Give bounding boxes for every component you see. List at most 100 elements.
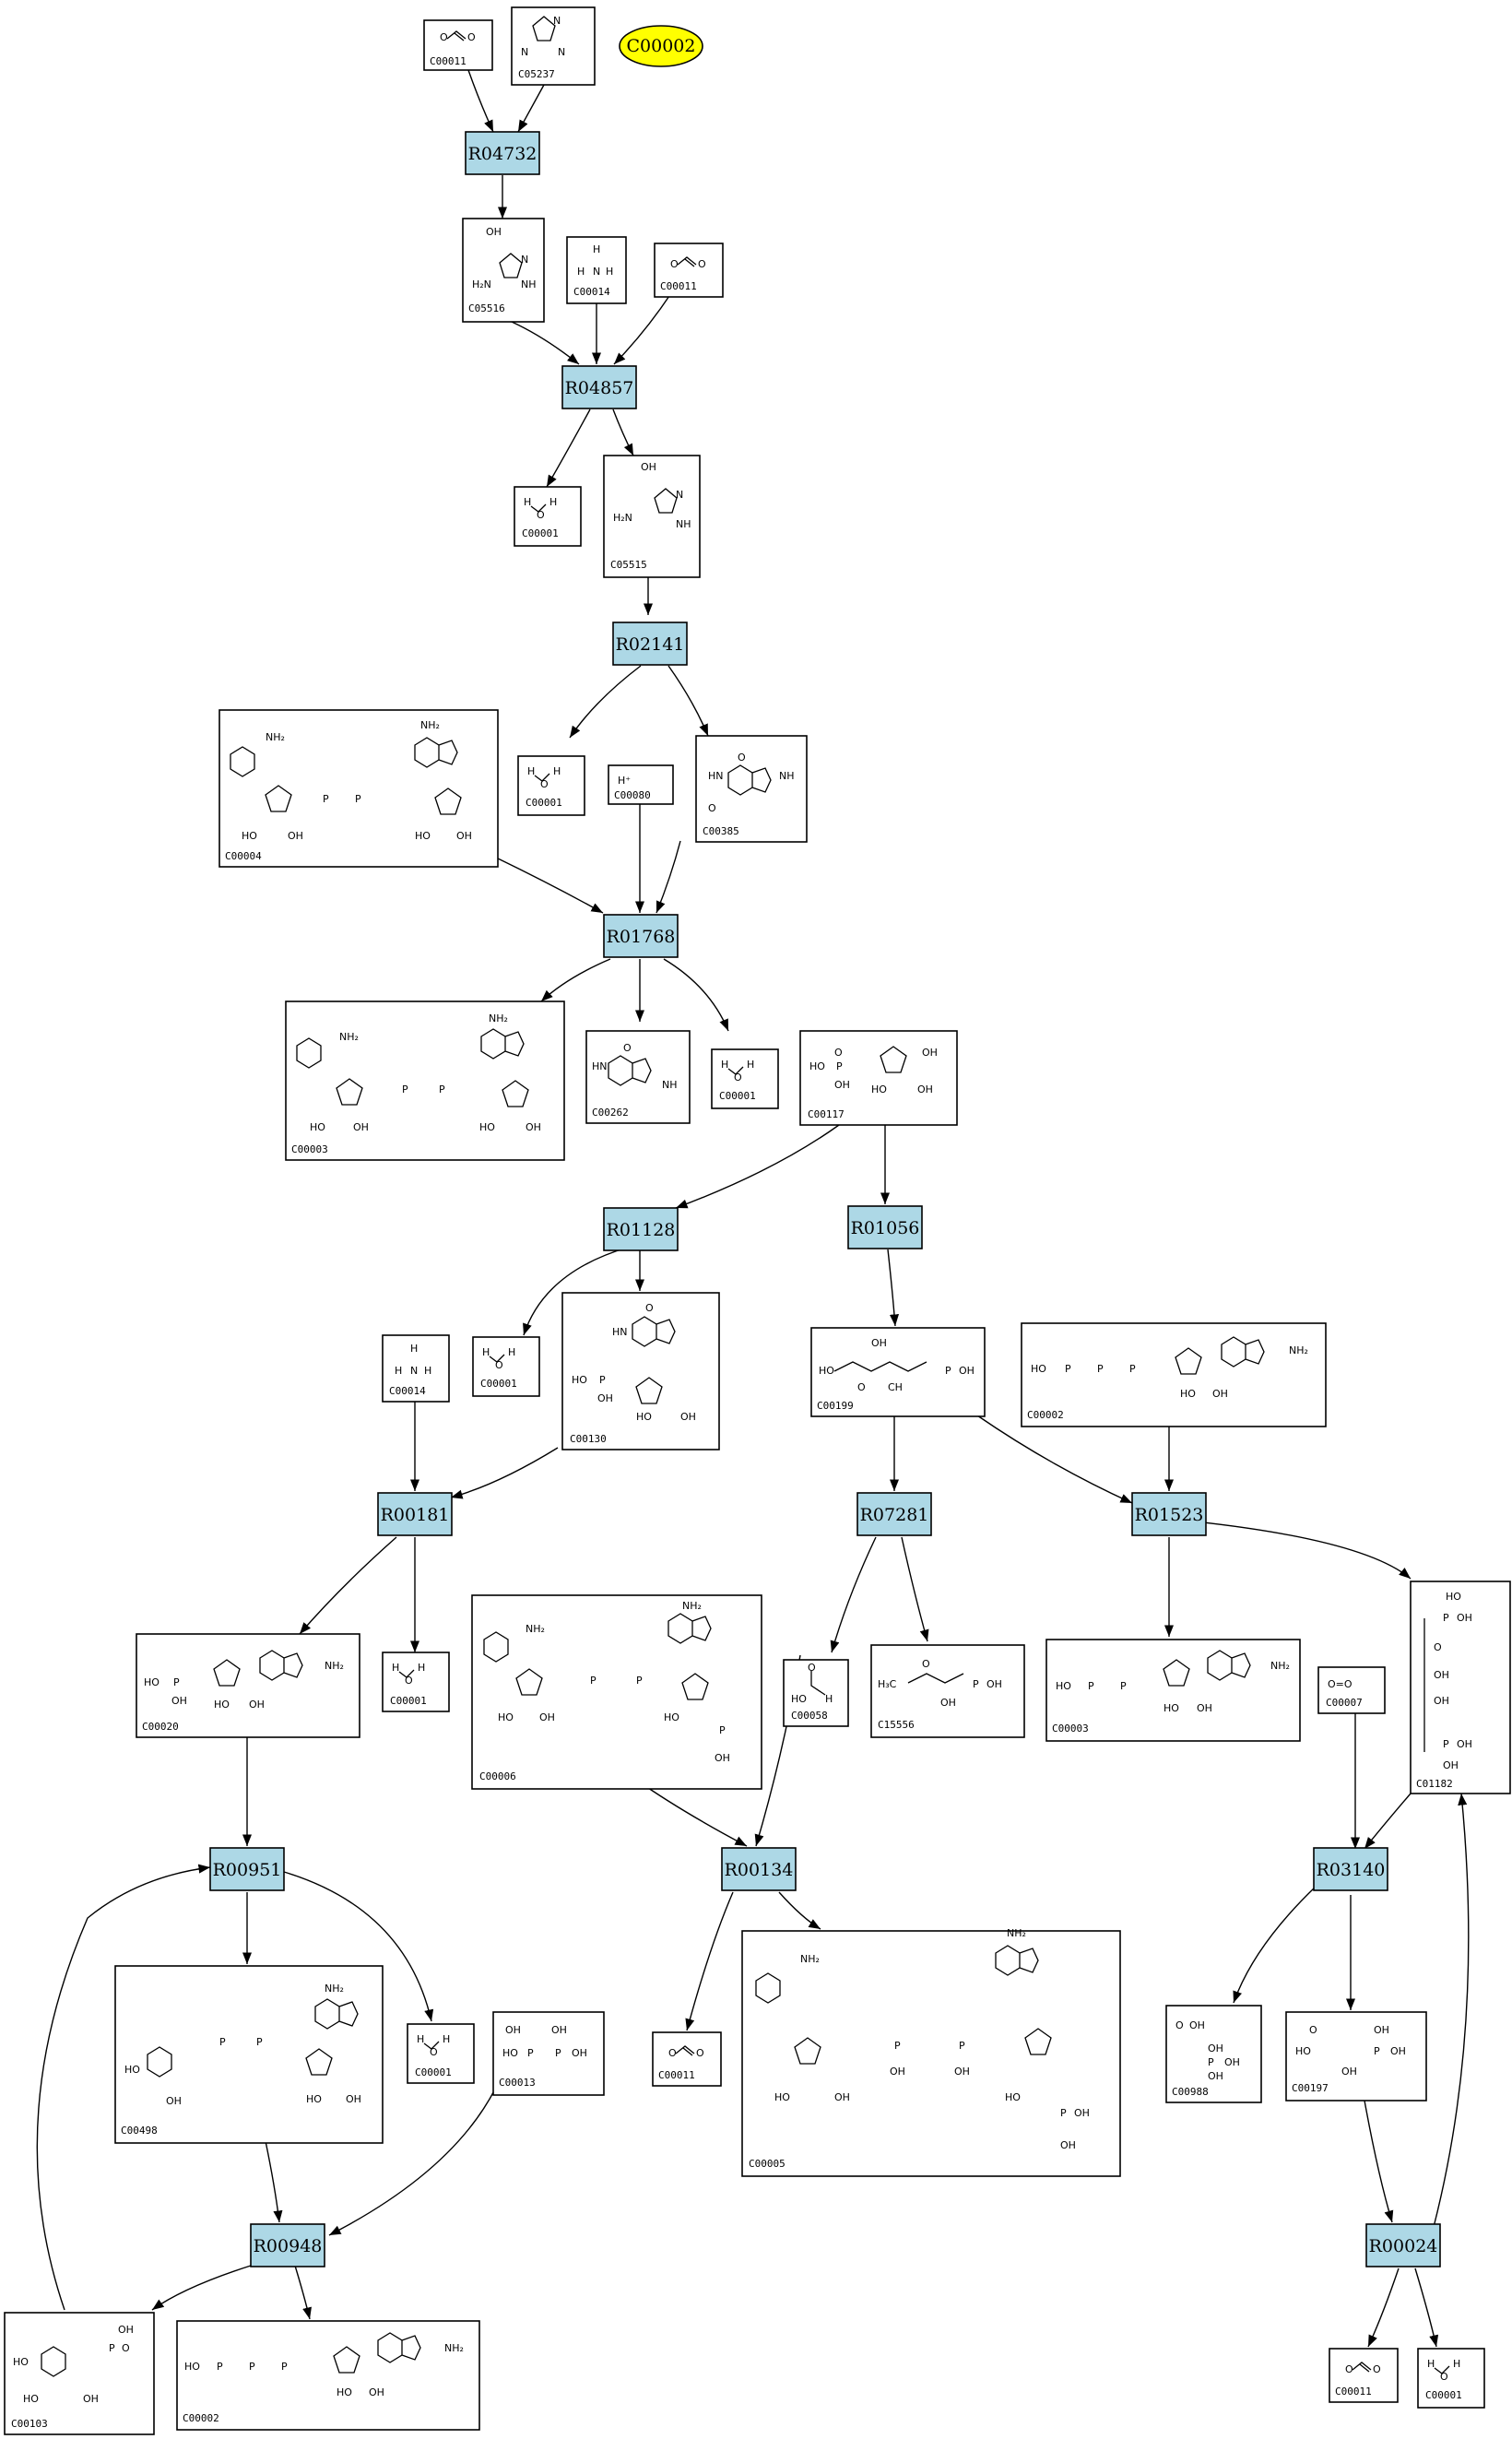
compound-node-c00058[interactable]: O HO H C00058: [783, 1659, 849, 1727]
atom-label: OH: [505, 2024, 521, 2036]
atom-label: H: [424, 1365, 431, 1377]
compound-node-c00130[interactable]: O HN HO P OH HO OH C00130: [561, 1292, 720, 1450]
reaction-label: R01056: [851, 1218, 920, 1238]
reaction-node-r01128[interactable]: R01128: [603, 1207, 679, 1251]
reaction-node-r00024[interactable]: R00024: [1365, 2223, 1441, 2267]
edge: [656, 840, 681, 914]
compound-label: C00080: [614, 789, 651, 801]
compound-node-c00385[interactable]: O HN NH O C00385: [695, 735, 808, 843]
atom-label: P: [355, 793, 361, 805]
edge: [36, 1864, 211, 2311]
compound-node-c00003[interactable]: NH₂ NH₂ P P HO OH HO OH C00003: [285, 1000, 565, 1161]
atom-label: OH: [1197, 1702, 1212, 1714]
atom-label: NH: [662, 1079, 678, 1091]
atom-label: O: [1309, 2024, 1317, 2036]
reaction-node-r00134[interactable]: R00134: [721, 1847, 797, 1891]
compound-label: C00004: [225, 850, 262, 862]
edge: [517, 84, 545, 133]
compound-node-c05237[interactable]: N N N C05237: [511, 6, 596, 86]
compound-label: C15556: [878, 1719, 915, 1731]
atom-label: OH: [572, 2047, 587, 2059]
atom-label: OH: [1208, 2042, 1223, 2054]
atom-label: O: [537, 509, 545, 521]
compound-node-c00014[interactable]: H H N H C00014: [566, 236, 627, 304]
highlight-compound-node[interactable]: C00002: [619, 25, 703, 67]
compound-node-c00197[interactable]: O HO OH P OH OH C00197: [1285, 2011, 1427, 2102]
compound-node-c00013[interactable]: OH OH HO P P OH C00013: [492, 2011, 605, 2096]
atom-label: H: [549, 496, 557, 508]
compound-label: C00014: [389, 1385, 426, 1397]
reaction-label: R04857: [565, 378, 634, 398]
atom-label: HO: [1446, 1591, 1461, 1603]
edge: [495, 857, 604, 914]
compound-node-c15556[interactable]: H₃C O OH P OH C15556: [870, 1644, 1025, 1738]
reaction-node-r02141[interactable]: R02141: [612, 622, 688, 666]
compound-node-c00001[interactable]: H O H C00001: [407, 2023, 475, 2084]
reaction-node-r00181[interactable]: R00181: [377, 1492, 453, 1536]
compound-label: C00001: [719, 1090, 756, 1102]
atom-label: H₃C: [878, 1678, 897, 1690]
compound-node-c00001[interactable]: H O H C00001: [711, 1048, 779, 1109]
compound-node-c00014[interactable]: H H N H C00014: [382, 1334, 450, 1403]
atom-label: O: [922, 1658, 930, 1670]
reaction-node-r00951[interactable]: R00951: [209, 1847, 285, 1891]
compound-node-c01182[interactable]: HO P OH O OH OH P OH OH C01182: [1410, 1581, 1511, 1794]
compound-node-c00262[interactable]: O HN NH C00262: [585, 1030, 691, 1124]
compound-node-c00002[interactable]: HO P P P NH₂ HO OH C00002: [176, 2320, 480, 2431]
reaction-node-r01768[interactable]: R01768: [603, 914, 679, 958]
compound-node-c00007[interactable]: O=O C00007: [1317, 1666, 1386, 1714]
reaction-node-r07281[interactable]: R07281: [856, 1492, 932, 1536]
atom-label: P: [590, 1675, 597, 1687]
atom-label: OH: [1212, 1388, 1228, 1400]
compound-node-c05515[interactable]: OH H₂N N NH C05515: [603, 455, 701, 578]
compound-node-c00080[interactable]: H⁺ C00080: [608, 764, 674, 805]
atom-label: OH: [249, 1699, 265, 1711]
atom-label: OH: [1374, 2024, 1389, 2036]
atom-label: HN: [592, 1060, 608, 1072]
atom-label: O=O: [1328, 1678, 1353, 1690]
compound-node-c00006[interactable]: NH₂ NH₂ P P HO OH HO P OH C00006: [471, 1594, 762, 1790]
compound-node-c00001[interactable]: H O H C00001: [382, 1652, 450, 1712]
reaction-label: R00948: [254, 2236, 323, 2256]
compound-node-c00988[interactable]: O OH OH P OH OH C00988: [1165, 2005, 1262, 2103]
reaction-node-r03140[interactable]: R03140: [1313, 1847, 1388, 1891]
reaction-node-r04857[interactable]: R04857: [561, 365, 637, 409]
atom-label: P: [1120, 1680, 1127, 1692]
atom-label: HO: [636, 1411, 652, 1423]
atom-label: HO: [809, 1060, 825, 1072]
atom-label: H: [721, 1059, 728, 1071]
compound-node-c00498[interactable]: NH₂ P P HO OH HO OH C00498: [114, 1965, 384, 2144]
atom-label: OH: [1434, 1669, 1449, 1681]
compound-label: C00002: [183, 2412, 219, 2424]
compound-node-c00001[interactable]: H O H C00001: [472, 1336, 540, 1397]
compound-node-c00011[interactable]: O O C00011: [652, 2031, 722, 2087]
compound-node-c00117[interactable]: HO P O OH OH HO OH C00117: [799, 1030, 958, 1126]
reaction-node-r01056[interactable]: R01056: [847, 1205, 923, 1249]
reaction-node-r01523[interactable]: R01523: [1131, 1492, 1207, 1536]
compound-node-c00199[interactable]: HO OH O CH P OH C00199: [810, 1327, 986, 1417]
compound-node-c00020[interactable]: HO P OH NH₂ HO OH C00020: [136, 1633, 360, 1738]
compound-node-c00011[interactable]: O O C00011: [1329, 2348, 1399, 2403]
compound-node-c00001[interactable]: H O H C00001: [517, 755, 585, 816]
compound-label: C00262: [592, 1107, 629, 1119]
atom-label: OH: [456, 830, 472, 842]
compound-node-c00002[interactable]: HO P P P NH₂ HO OH C00002: [1021, 1322, 1327, 1427]
reaction-node-r04732[interactable]: R04732: [465, 131, 540, 175]
atom-label: O: [857, 1381, 866, 1393]
atom-label: HO: [23, 2393, 39, 2405]
compound-node-c00005[interactable]: NH₂ NH₂ P P OH OH HO OH HO P OH OH C0000…: [741, 1927, 1121, 2177]
compound-node-c00011[interactable]: O O C00011: [423, 19, 493, 71]
compound-node-c00004[interactable]: NH₂ NH₂ P P HO OH HO OH C00004: [219, 709, 499, 868]
atom-label: P: [1208, 2056, 1214, 2068]
compound-node-c00003[interactable]: HO P P NH₂ HO OH C00003: [1045, 1639, 1301, 1742]
compound-node-c05516[interactable]: OH H₂N N NH C05516: [462, 218, 545, 323]
compound-node-c00001[interactable]: H O H C00001: [1417, 2348, 1485, 2409]
reaction-node-r00948[interactable]: R00948: [250, 2223, 325, 2267]
atom-label: H₂N: [613, 512, 632, 524]
compound-node-c00011[interactable]: O O C00011: [654, 243, 724, 298]
atom-label: HO: [791, 1693, 807, 1705]
compound-node-c00001[interactable]: H O H C00001: [514, 486, 582, 547]
atom-label: NH₂: [339, 1031, 359, 1043]
compound-node-c00103[interactable]: OH P O HO HO OH C00103: [4, 2312, 155, 2435]
atom-label: HO: [819, 1365, 834, 1377]
